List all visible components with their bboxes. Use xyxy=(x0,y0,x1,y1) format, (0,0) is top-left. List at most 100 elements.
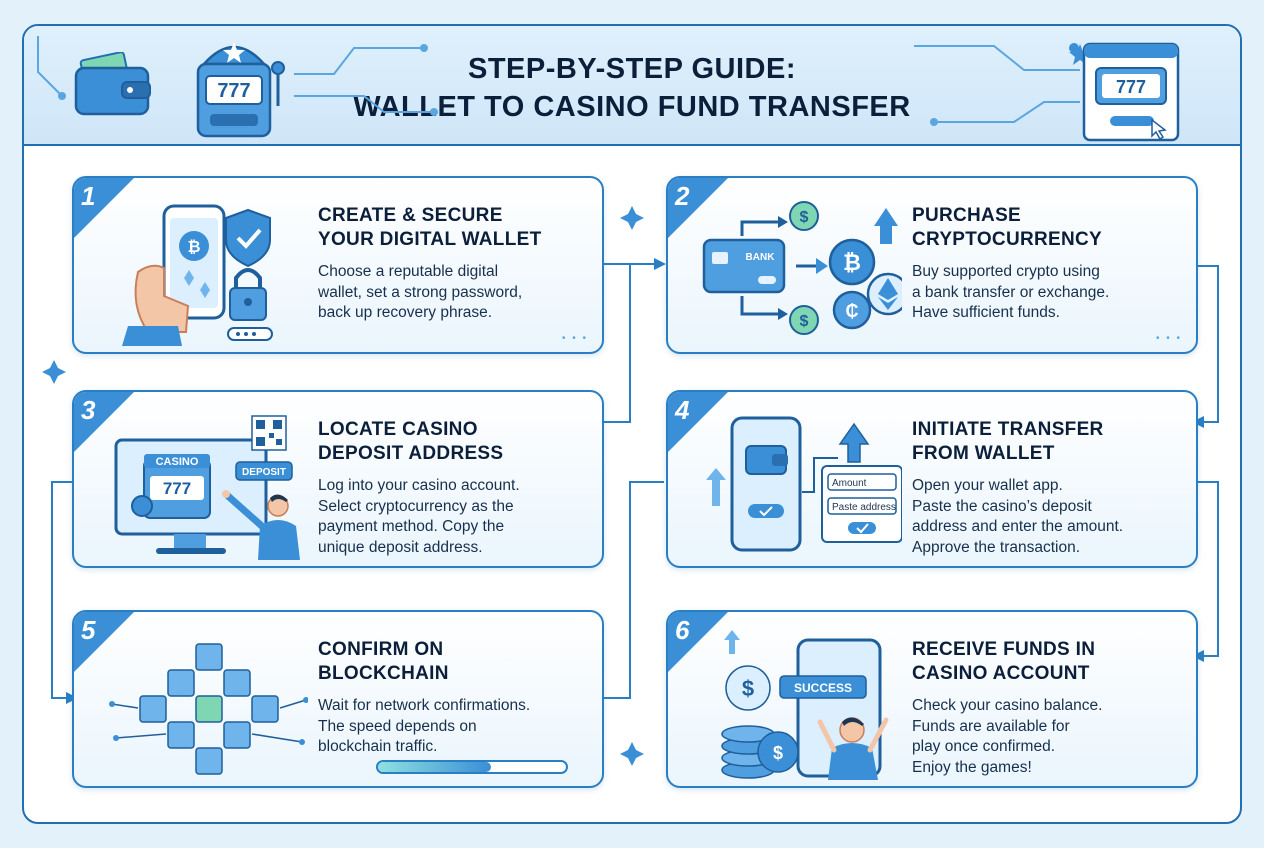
step-text-line: Select cryptocurrency as the xyxy=(318,497,514,515)
step-connectors xyxy=(42,206,1219,766)
step-text-line: Buy supported crypto using xyxy=(912,263,1100,280)
title-line-1: STEP-BY-STEP GUIDE: xyxy=(467,53,797,85)
step-number: 6 xyxy=(675,615,690,645)
step-text-line: Approve the transaction. xyxy=(912,538,1081,556)
step-text-line: address and enter the amount. xyxy=(912,518,1124,535)
ethereum-coin-icon xyxy=(866,272,902,316)
step-title-line-1: RECEIVE FUNDS IN xyxy=(912,639,1096,660)
step-text-line: Wait for network confirmations. xyxy=(318,697,531,714)
step-text-line: a bank transfer or exchange. xyxy=(912,283,1110,301)
step-text-line: Check your casino balance. xyxy=(912,697,1103,714)
step-title-line-1: INITIATE TRANSFER xyxy=(912,419,1104,440)
step-number: 5 xyxy=(81,615,96,645)
form-icon: Amount Paste address xyxy=(821,465,902,543)
step-badge xyxy=(668,612,730,674)
step-badge xyxy=(668,178,730,240)
svg-text:$: $ xyxy=(742,676,754,701)
step-text-line: blockchain traffic. xyxy=(318,738,438,755)
svg-text:₿: ₿ xyxy=(187,238,200,256)
progress-fill xyxy=(378,762,491,772)
circuit-lines-left xyxy=(37,36,438,116)
svg-text:$: $ xyxy=(800,209,809,226)
step-title-line-1: LOCATE CASINO xyxy=(318,419,478,440)
phone-wallet-icon xyxy=(730,416,802,552)
page-title: STEP-BY-STEP GUIDE: WALLET TO CASINO FUN… xyxy=(24,50,1240,126)
step-card-5: 5 xyxy=(72,610,604,788)
svg-text:$: $ xyxy=(773,743,783,763)
monitor-icon: CASINO 777 DEPOSIT xyxy=(114,415,300,560)
decorative-dots: • • • xyxy=(1155,333,1182,344)
celebrating-person-icon xyxy=(817,717,889,780)
progress-bar-icon xyxy=(376,760,568,774)
step-title-line-2: YOUR DIGITAL WALLET xyxy=(318,229,542,250)
step-title-line-1: CONFIRM ON xyxy=(318,639,444,660)
step-description: Choose a reputable digital wallet, set a… xyxy=(318,262,598,324)
step-title-line-2: FROM WALLET xyxy=(912,443,1055,464)
step-text-line: play once confirmed. xyxy=(912,738,1056,755)
step-badge xyxy=(668,392,730,454)
step-title: LOCATE CASINO DEPOSIT ADDRESS xyxy=(318,418,598,466)
title-line-2: WALLET TO CASINO FUND TRANSFER xyxy=(353,91,911,123)
step-badge xyxy=(74,178,136,240)
header-banner: STEP-BY-STEP GUIDE: WALLET TO CASINO FUN… xyxy=(24,26,1240,146)
blockchain-cubes-icon xyxy=(109,643,308,775)
infographic-frame: STEP-BY-STEP GUIDE: WALLET TO CASINO FUN… xyxy=(22,24,1242,824)
step-title-line-2: CASINO ACCOUNT xyxy=(912,663,1090,684)
step-title: RECEIVE FUNDS IN CASINO ACCOUNT xyxy=(912,638,1192,686)
step-card-6: 6 SUCCESS $ $ xyxy=(666,610,1198,788)
step-text-line: Funds are available for xyxy=(912,717,1070,735)
step-card-4: 4 Amount Paste address I xyxy=(666,390,1198,568)
step-text-line: wallet, set a strong password, xyxy=(318,283,523,301)
step-text-line: Have sufficient funds. xyxy=(912,304,1060,321)
step-title: CREATE & SECURE YOUR DIGITAL WALLET xyxy=(318,204,598,252)
person-pointing-icon xyxy=(222,490,300,560)
success-label: SUCCESS xyxy=(794,681,852,695)
qr-code-icon xyxy=(251,415,287,451)
step-number: 1 xyxy=(81,181,96,211)
shield-check-icon xyxy=(225,208,271,268)
step-text-line: unique deposit address. xyxy=(318,538,483,556)
step-number: 4 xyxy=(675,395,690,425)
browser-slot-text: 777 xyxy=(1116,77,1146,97)
success-celebration-icon: SUCCESS $ $ xyxy=(721,630,889,780)
step-description: Open your wallet app. Paste the casino’s… xyxy=(912,476,1192,558)
step-text-line: back up recovery phrase. xyxy=(318,304,493,321)
step-title-line-2: BLOCKCHAIN xyxy=(318,663,449,684)
svg-text:₿: ₿ xyxy=(843,250,861,275)
step-description: Wait for network confirmations. The spee… xyxy=(318,696,598,758)
casino-slot-text: 777 xyxy=(163,479,191,498)
slot-reels-text: 777 xyxy=(217,80,250,102)
deposit-label: DEPOSIT xyxy=(242,467,286,478)
step-description: Buy supported crypto using a bank transf… xyxy=(912,262,1192,324)
step-number: 3 xyxy=(81,395,96,425)
step-text-line: The speed depends on xyxy=(318,717,477,735)
step-description: Log into your casino account. Select cry… xyxy=(318,476,598,558)
svg-text:₵: ₵ xyxy=(846,301,859,321)
slot-machine-icon: 777 xyxy=(196,42,285,138)
step-title: INITIATE TRANSFER FROM WALLET xyxy=(912,418,1192,466)
step-title-line-1: CREATE & SECURE xyxy=(318,205,503,226)
casino-label: CASINO xyxy=(156,456,199,468)
step-text-line: Open your wallet app. xyxy=(912,477,1063,494)
step-badge xyxy=(74,612,136,674)
bank-label: BANK xyxy=(746,252,776,263)
step-text-line: Choose a reputable digital xyxy=(318,263,499,280)
step-card-3: 3 CASINO 777 DEPOSIT xyxy=(72,390,604,568)
step-title-line-2: CRYPTOCURRENCY xyxy=(912,229,1102,250)
dollar-coin-icon: $ $ xyxy=(789,201,819,335)
coin-stack-icon xyxy=(721,665,799,779)
step-title: PURCHASE CRYPTOCURRENCY xyxy=(912,204,1192,252)
step-title: CONFIRM ON BLOCKCHAIN xyxy=(318,638,598,686)
step-text-line: Enjoy the games! xyxy=(912,758,1032,776)
step-title-line-1: PURCHASE xyxy=(912,205,1022,226)
step-number: 2 xyxy=(675,181,690,211)
browser-slot-icon: 777 xyxy=(1082,42,1180,142)
step-description: Check your casino balance. Funds are ava… xyxy=(912,696,1192,778)
crypto-coin-icon: ₵ xyxy=(832,290,872,330)
decorative-dots: • • • xyxy=(561,333,588,344)
padlock-icon xyxy=(229,268,267,321)
step-card-1: 1 ₿ CREATE & SECURE YOUR DIGITA xyxy=(72,176,604,354)
bitcoin-coin-icon: ₿ xyxy=(828,238,876,286)
step-title-line-2: DEPOSIT ADDRESS xyxy=(318,443,504,464)
wallet-transfer-icon: Amount Paste address xyxy=(706,416,902,552)
